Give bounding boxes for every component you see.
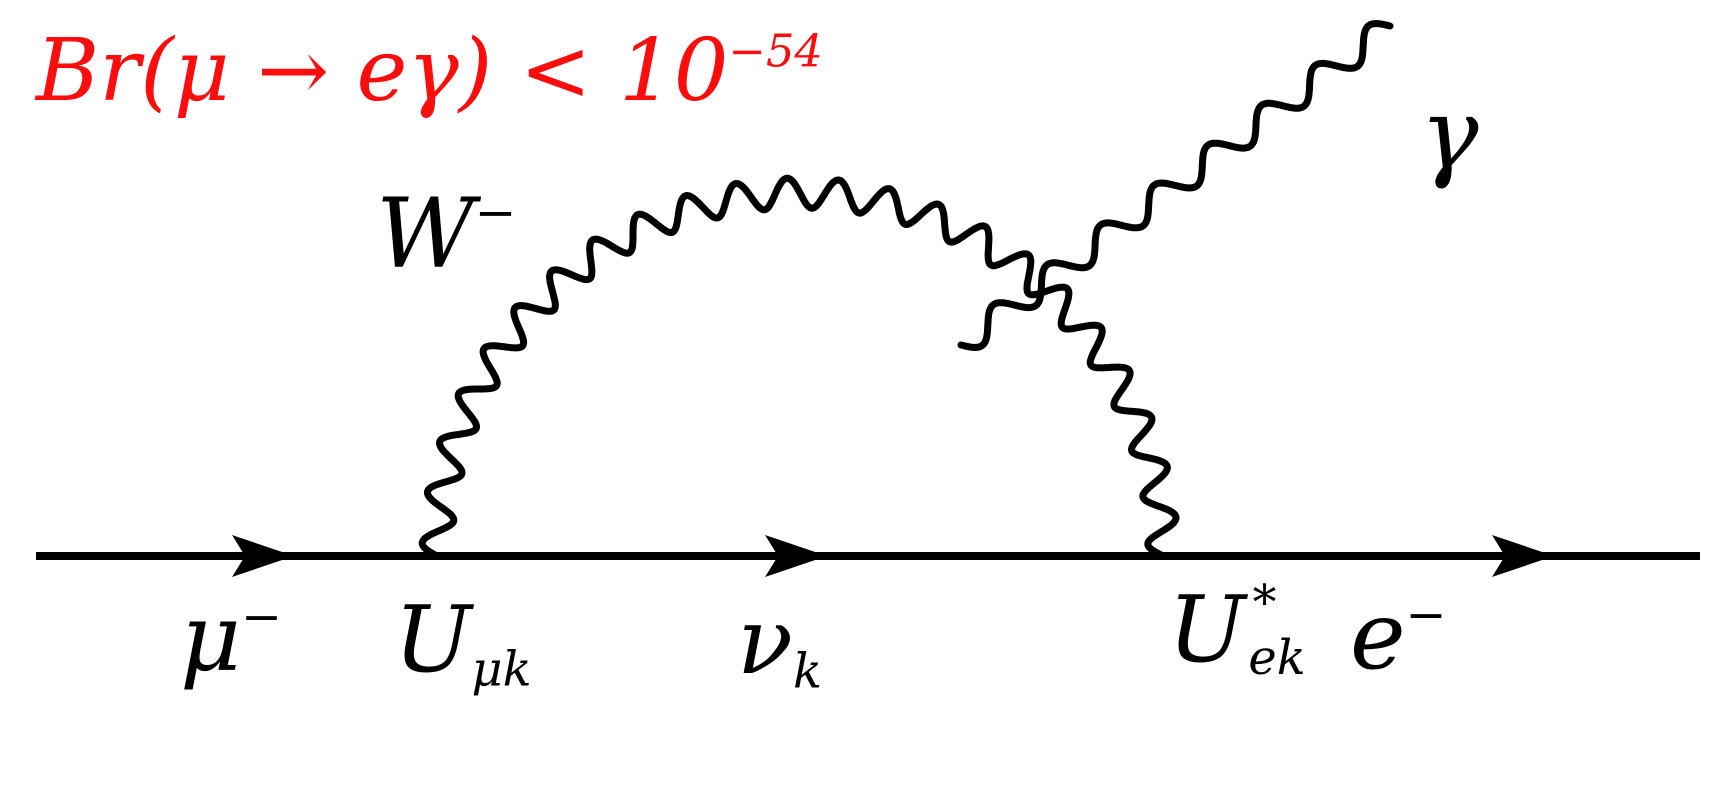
mixing-right-symbol: U [1168, 576, 1246, 683]
electron-charge: − [1405, 586, 1447, 644]
muon-label: μ− [180, 592, 282, 686]
photon-label: γ [1420, 86, 1479, 184]
mixing-left-symbol: U [394, 586, 472, 693]
neutrino-index: k [792, 644, 822, 700]
photon-symbol: γ [1420, 78, 1479, 192]
w-boson-label: W− [376, 186, 517, 282]
w-boson-charge: − [474, 183, 517, 242]
branching-ratio-text: Br(μ → eγ) < 10 [36, 21, 729, 121]
mixing-right-index: ek [1248, 630, 1306, 686]
branching-ratio-exponent: −54 [728, 24, 823, 78]
w-boson-propagator [418, 174, 1180, 560]
w-boson-symbol: W [376, 178, 475, 290]
photon-line [957, 20, 1394, 351]
muon-arrow-icon [232, 535, 294, 577]
neutrino-symbol: ν [737, 588, 793, 695]
mixing-left-label: Uμk [394, 594, 532, 694]
electron-arrow-icon [1492, 535, 1554, 577]
muon-charge: − [241, 588, 283, 646]
mixing-right-conjugate-star: ∗ [1248, 566, 1281, 622]
mixing-left-index: μk [471, 642, 532, 698]
electron-label: e− [1350, 590, 1447, 684]
muon-symbol: μ [180, 584, 242, 693]
branching-ratio-annotation: Br(μ → eγ) < 10−54 [36, 28, 823, 114]
neutrino-arrow-icon [765, 535, 827, 577]
mixing-right-label: U∗ek [1168, 570, 1323, 682]
electron-symbol: e [1350, 582, 1406, 691]
mixing-right-indices: ∗ek [1248, 570, 1322, 682]
neutrino-label: νk [737, 596, 822, 696]
